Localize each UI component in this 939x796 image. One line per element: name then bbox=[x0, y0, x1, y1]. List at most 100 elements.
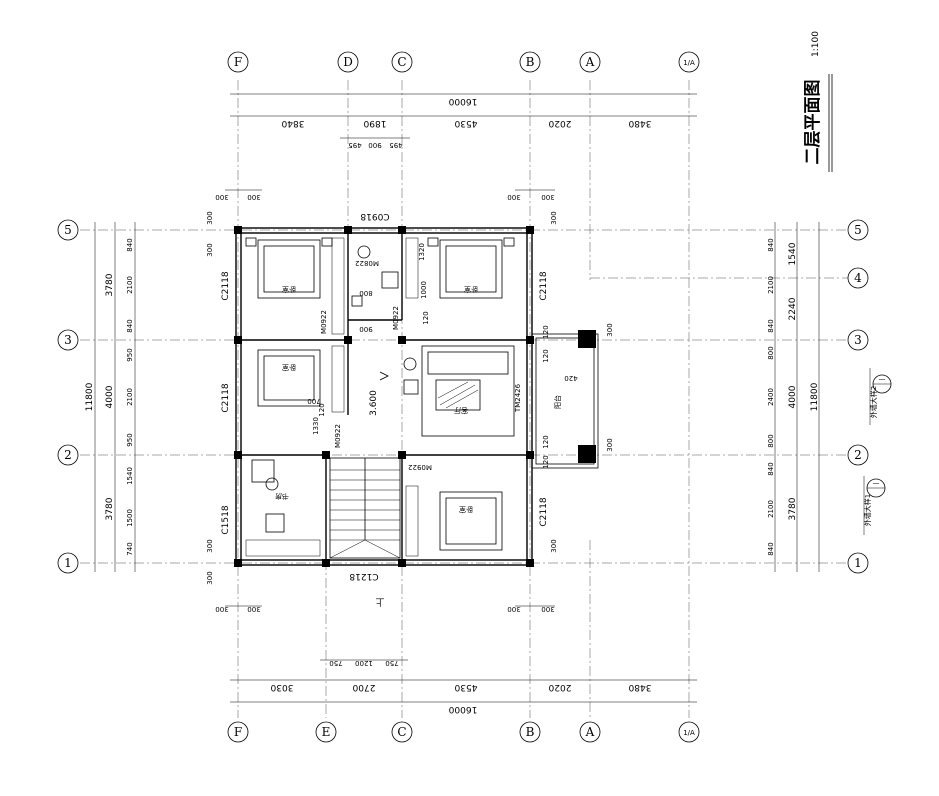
axis-B-top: B bbox=[526, 55, 535, 69]
walls bbox=[235, 227, 533, 566]
bedroom-top-left: 卧室 bbox=[245, 237, 345, 335]
dim-1330: 1330 bbox=[312, 417, 320, 435]
axis-C-top: C bbox=[397, 55, 406, 69]
dim-right-mid-4: 3780 bbox=[788, 497, 798, 520]
dim-top-sub-1: 495 bbox=[348, 141, 361, 149]
stairs: 上 bbox=[329, 457, 401, 607]
room-living: 客厅 bbox=[454, 406, 468, 415]
dim-offset-13: 300 bbox=[550, 211, 558, 224]
dim-offset-14: 300 bbox=[550, 539, 558, 552]
stair-label: 上 bbox=[375, 596, 384, 607]
dim-top-seg-3: 4530 bbox=[454, 118, 477, 128]
dim-right-fine-2: 2100 bbox=[767, 276, 775, 294]
dim-left-fine-7: 1540 bbox=[126, 467, 134, 485]
dim-1320: 1320 bbox=[418, 243, 426, 261]
dim-left-mid-3: 3780 bbox=[105, 497, 115, 520]
dim-small-balcony: 420 bbox=[564, 374, 577, 382]
dim-offset-11: 300 bbox=[206, 539, 214, 552]
dim-right-fine-1: 840 bbox=[767, 238, 775, 251]
dim-120-f: 120 bbox=[318, 403, 326, 416]
living-room: 客厅 3.600 bbox=[369, 345, 515, 437]
columns bbox=[234, 226, 596, 567]
door-m0922-2: M0922 bbox=[392, 306, 400, 330]
axis-lines bbox=[80, 80, 848, 718]
opening-labels: C2118 C2118 C2118 C2118 C1518 C1218 C091… bbox=[206, 211, 614, 585]
dim-right-fine-5: 2400 bbox=[767, 388, 775, 406]
room-bedroom-2: 卧室 bbox=[464, 285, 478, 294]
door-m0822: M0822 bbox=[355, 259, 379, 267]
dim-offset-16: 300 bbox=[606, 438, 614, 451]
window-c0918: C0918 bbox=[360, 211, 389, 221]
dim-left-fine-6: 950 bbox=[126, 433, 134, 446]
door-m0922-4: M0922 bbox=[408, 463, 432, 471]
balcony: 阳台 420 bbox=[531, 333, 599, 469]
axis-3-left: 3 bbox=[64, 333, 72, 347]
window-c2118-4: C2118 bbox=[539, 497, 549, 526]
room-bedroom-1: 卧室 bbox=[282, 285, 296, 294]
drawing-title: 二层平面图 1:100 bbox=[803, 31, 833, 172]
dim-offset-4: 300 bbox=[541, 193, 554, 201]
dimensions-bottom: 3030 2700 4530 2020 3480 16000 750 1200 … bbox=[215, 605, 697, 714]
dim-offset-10: 300 bbox=[206, 243, 214, 256]
dim-right-fine-3: 840 bbox=[767, 319, 775, 332]
dim-right-fine-9: 840 bbox=[767, 542, 775, 555]
dim-left-mid-1: 3780 bbox=[105, 273, 115, 296]
bedroom-mid-left: 卧室 bbox=[257, 345, 345, 413]
dim-top-seg-1: 3840 bbox=[281, 118, 304, 128]
axis-B-bottom: B bbox=[526, 725, 535, 739]
dim-top-seg-5: 3480 bbox=[628, 118, 651, 128]
dim-top-sub-2: 900 bbox=[368, 141, 381, 149]
dim-1000: 1000 bbox=[420, 281, 428, 299]
bathroom bbox=[351, 245, 399, 307]
dim-offset-12: 300 bbox=[206, 571, 214, 584]
dim-bottom-seg-4: 2020 bbox=[548, 682, 571, 692]
dim-120-b: 120 bbox=[542, 325, 550, 338]
axis-5-right: 5 bbox=[854, 223, 862, 237]
axis-corner-top: 1/A bbox=[683, 59, 695, 67]
dim-left-fine-3: 840 bbox=[126, 319, 134, 332]
axis-bubbles-bottom: F E C B A 1/A bbox=[227, 721, 700, 743]
axis-E-bottom: E bbox=[322, 725, 331, 739]
dim-left-fine-9: 740 bbox=[126, 542, 134, 555]
window-c1218: C1218 bbox=[349, 571, 378, 581]
dim-800: 800 bbox=[359, 289, 372, 297]
room-bedroom-4: 卧室 bbox=[459, 505, 473, 514]
room-balcony: 阳台 bbox=[553, 395, 562, 409]
dim-left-mid-2: 4000 bbox=[105, 385, 115, 408]
axis-1-right: 1 bbox=[854, 556, 862, 570]
dim-120-e: 120 bbox=[542, 455, 550, 468]
axis-bubbles-left: 5 3 2 1 bbox=[57, 219, 79, 574]
dim-offset-9: 300 bbox=[206, 211, 214, 224]
dim-right-mid-2: 2240 bbox=[788, 297, 798, 320]
dim-bottom-seg-1: 3030 bbox=[270, 682, 293, 692]
dimensions-left: 11800 3780 4000 3780 840 2100 840 950 21… bbox=[85, 222, 136, 572]
note-ref-1: — bbox=[873, 479, 880, 487]
axis-F-top: F bbox=[234, 55, 242, 69]
note-detail-2: 外墙大样2 bbox=[869, 386, 878, 418]
dim-right-total: 11800 bbox=[810, 382, 820, 411]
dim-bottom-seg-2: 2700 bbox=[352, 682, 375, 692]
dim-left-fine-1: 840 bbox=[126, 238, 134, 251]
dim-left-total: 11800 bbox=[85, 382, 95, 411]
dim-right-fine-7: 840 bbox=[767, 462, 775, 475]
axis-3-right: 3 bbox=[854, 333, 862, 347]
note-detail-1: 外墙大样1 bbox=[863, 494, 872, 526]
window-c2118-3: C2118 bbox=[539, 271, 549, 300]
axis-A-bottom: A bbox=[585, 725, 595, 739]
dim-offset-1: 300 bbox=[215, 193, 228, 201]
dim-bottom-sub-2: 1200 bbox=[355, 659, 373, 667]
dim-bottom-seg-5: 3480 bbox=[628, 682, 651, 692]
dim-left-fine-8: 1500 bbox=[126, 509, 134, 527]
axis-bubbles-top: F D C B A 1/A bbox=[227, 51, 700, 73]
plan-title: 二层平面图 bbox=[803, 80, 823, 165]
dim-left-fine-5: 2100 bbox=[126, 388, 134, 406]
detail-notes: — 外墙大样2 — 外墙大样1 bbox=[863, 368, 892, 535]
dim-right-fine-4: 800 bbox=[767, 346, 775, 359]
axis-1-left: 1 bbox=[64, 556, 72, 570]
level-mark: 3.600 bbox=[369, 390, 379, 416]
dim-offset-3: 300 bbox=[507, 193, 520, 201]
dim-offset-2: 300 bbox=[247, 193, 260, 201]
dim-top-total: 16000 bbox=[448, 96, 477, 106]
dim-bottom-total: 16000 bbox=[448, 704, 477, 714]
